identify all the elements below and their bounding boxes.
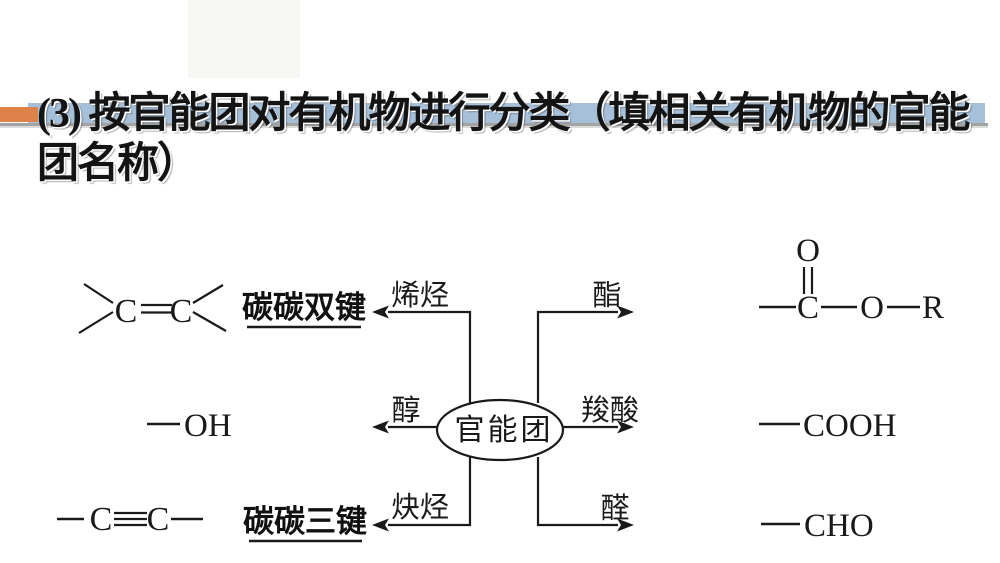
group-cooh: COOH [803, 408, 897, 444]
answer-carbon-carbon-double-bond: 碳碳双键 [242, 290, 366, 329]
carboxylic-acid-branch-arrow [562, 420, 634, 434]
bond-line [192, 284, 224, 304]
label-alkyne: 炔烃 [391, 491, 449, 524]
slide-title: (3) 按官能团对有机物进行分类（填相关有机物的官能团名称） [37, 89, 987, 189]
atom-o: O [860, 290, 884, 326]
answer-carbon-carbon-triple-bond: 碳碳三键 [243, 504, 367, 543]
atom-o: O [796, 233, 820, 269]
alkyne-branch-arrow [372, 457, 472, 532]
atom-c: C [797, 290, 819, 326]
label-carboxylic-acid: 羧酸 [581, 394, 639, 427]
alkene-branch-arrow [372, 305, 472, 403]
right-arrowhead-icon [617, 420, 634, 434]
atom-c: C [90, 501, 113, 538]
structure-carboxyl: COOH [759, 408, 897, 444]
alcohol-branch-arrow [372, 420, 437, 434]
structure-hydroxyl: OH [147, 408, 232, 444]
atom-c: C [147, 501, 170, 538]
label-ester: 酯 [592, 280, 621, 312]
orange-accent-bar [0, 107, 38, 122]
label-aldehyde: 醛 [600, 492, 629, 525]
right-arrowhead-icon [617, 305, 634, 319]
answer-triple-bond-text: 碳碳三键 [243, 504, 367, 539]
left-arrowhead-icon [372, 305, 389, 319]
aldehyde-branch-arrow [536, 457, 634, 532]
title-line-2: 团名称） [37, 141, 199, 187]
atom-c: C [115, 293, 138, 330]
structure-alkene: C C [78, 283, 227, 334]
title-highlight-band [28, 103, 985, 124]
group-cho: CHO [804, 508, 874, 544]
label-alkene: 烯烃 [391, 279, 449, 312]
answer-double-bond-text: 碳碳双键 [242, 290, 366, 325]
structure-ester: O C O R [759, 233, 944, 326]
atom-r: R [922, 290, 944, 326]
bond-line [192, 311, 227, 332]
atom-c: C [170, 293, 193, 330]
right-arrowhead-icon [617, 518, 634, 532]
divider-line [0, 123, 988, 126]
left-arrowhead-icon [372, 420, 389, 434]
ester-branch-arrow [536, 305, 634, 403]
faint-background-rectangle [188, 0, 300, 78]
label-alcohol: 醇 [391, 394, 420, 427]
structure-aldehyde-group: CHO [761, 508, 874, 544]
bond-line [83, 283, 114, 304]
structure-alkyne: C C [57, 501, 203, 538]
title-line-1: (3) 按官能团对有机物进行分类（填相关有机物的官能 [37, 91, 970, 137]
center-node: 官能团 [435, 398, 565, 462]
group-oh: OH [184, 408, 232, 444]
center-node-label: 官能团 [455, 414, 554, 447]
bond-line [78, 311, 114, 334]
left-arrowhead-icon [372, 518, 389, 532]
